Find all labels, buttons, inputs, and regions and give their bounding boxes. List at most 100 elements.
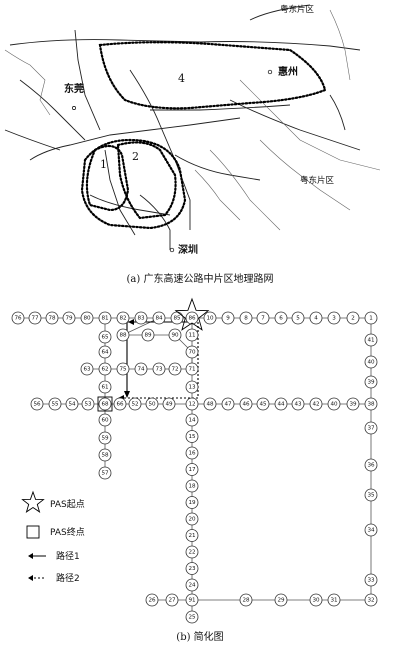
graph-node-label: 19	[188, 500, 196, 506]
region-label-east-2: 粤东片区	[300, 175, 335, 186]
graph-node-label: 68	[101, 401, 109, 407]
graph-node: 86	[185, 311, 199, 325]
graph-node: 91	[185, 593, 199, 607]
graph-node: 34	[364, 523, 378, 537]
graph-node-label: 64	[101, 349, 109, 355]
graph-node: 68	[98, 397, 112, 411]
graph-node: 29	[274, 593, 288, 607]
graph-node: 2	[346, 311, 360, 325]
graph-node: 62	[98, 362, 112, 376]
graph-node: 19	[185, 496, 199, 509]
graph-node: 88	[116, 328, 130, 342]
graph-node-label: 1	[369, 315, 373, 321]
graph-node: 80	[80, 311, 94, 325]
graph-node-label: 25	[188, 614, 196, 620]
graph-node: 70	[185, 345, 199, 359]
graph-node-label: 71	[188, 366, 196, 372]
graph-node-label: 89	[144, 332, 152, 338]
graph-node: 77	[28, 311, 42, 325]
graph-node: 10	[203, 311, 217, 325]
legend-square-icon	[26, 525, 40, 539]
legend-route2-label: 路径2	[56, 572, 80, 584]
graph-node-label: 72	[171, 366, 178, 372]
graph-node-label: 39	[349, 401, 357, 407]
graph-node-label: 75	[119, 366, 127, 372]
graph-node-label: 37	[367, 425, 375, 431]
region-number-2: 2	[132, 150, 139, 163]
graph-node: 23	[185, 562, 199, 575]
graph-node: 36	[364, 458, 378, 472]
graph-node: 58	[98, 448, 112, 462]
graph-node-label: 13	[188, 384, 196, 390]
graph-node-label: 21	[188, 533, 196, 539]
graph-node: 25	[185, 610, 199, 624]
graph-caption: (b) 简化图	[176, 630, 223, 643]
graph-node-label: 22	[188, 549, 195, 555]
graph-node-label: 35	[367, 492, 375, 498]
graph-node: 50	[145, 397, 159, 411]
graph-node-label: 78	[48, 315, 56, 321]
graph-node: 48	[203, 397, 217, 411]
graph-node: 54	[65, 397, 79, 411]
graph-node: 28	[239, 593, 253, 607]
graph-node-label: 33	[367, 577, 375, 583]
start-star-icon	[174, 297, 210, 331]
graph-node-label: 73	[155, 366, 163, 372]
graph-node-label: 31	[330, 597, 338, 603]
graph-node: 55	[48, 397, 62, 411]
graph-node-label: 11	[188, 332, 196, 338]
map-caption: (a) 广东高速公路中片区地理路网	[127, 272, 274, 285]
graph-node: 79	[62, 311, 76, 325]
graph-node: 22	[185, 545, 199, 559]
graph-node-label: 30	[312, 597, 320, 603]
graph-node: 32	[364, 593, 378, 607]
graph-node-label: 2	[351, 315, 355, 321]
graph-node: 24	[185, 578, 199, 592]
graph-node-label: 6	[279, 315, 283, 321]
graph-node-label: 79	[65, 315, 73, 321]
graph-node-label: 32	[367, 597, 374, 603]
graph-node-label: 5	[296, 315, 300, 321]
graph-node-label: 77	[31, 315, 39, 321]
graph-node: 90	[168, 328, 182, 342]
graph-node-label: 26	[148, 597, 156, 603]
graph-node-label: 16	[188, 450, 196, 456]
graph-node-label: 90	[171, 332, 179, 338]
graph-node: 39	[364, 375, 378, 389]
graph-node: 20	[185, 512, 199, 526]
graph-node: 15	[185, 430, 199, 443]
graph-node-label: 52	[131, 401, 138, 407]
graph-node-label: 36	[367, 462, 375, 468]
graph-node-label: 18	[188, 483, 196, 489]
graph-node-label: 29	[277, 597, 285, 603]
graph-node: 39	[346, 397, 360, 411]
graph-node: 14	[185, 413, 199, 427]
region-4-boundary	[98, 41, 327, 110]
graph-node-label: 53	[84, 401, 92, 407]
graph-node: 21	[185, 529, 199, 542]
graph-node: 16	[185, 446, 199, 460]
region-number-1: 1	[100, 158, 107, 171]
graph-node: 59	[98, 431, 112, 445]
graph-node: 47	[221, 397, 235, 411]
graph-node: 53	[81, 397, 95, 411]
graph-node-label: 88	[119, 332, 127, 338]
graph-node-label: 12	[188, 401, 195, 407]
graph-node: 73	[152, 362, 166, 376]
graph-node: 38	[364, 397, 378, 411]
map-labels: 粤东片区 粤东片区 4 1 2 东莞 惠州 深圳 (a) 广东高速公路中片区地理…	[64, 4, 335, 285]
region-outer-boundary	[80, 138, 187, 230]
graph-node-label: 48	[206, 401, 214, 407]
graph-node-label: 10	[206, 315, 214, 321]
graph-node: 27	[165, 593, 179, 607]
graph-node: 45	[256, 397, 270, 411]
graph-node-label: 57	[101, 470, 109, 476]
graph-node: 85	[170, 311, 184, 325]
graph-node: 6	[274, 311, 288, 325]
region-1-boundary	[85, 144, 130, 212]
graph-node-label: 86	[188, 315, 196, 321]
graph-node-label: 7	[261, 315, 265, 321]
graph-node-label: 50	[148, 401, 156, 407]
